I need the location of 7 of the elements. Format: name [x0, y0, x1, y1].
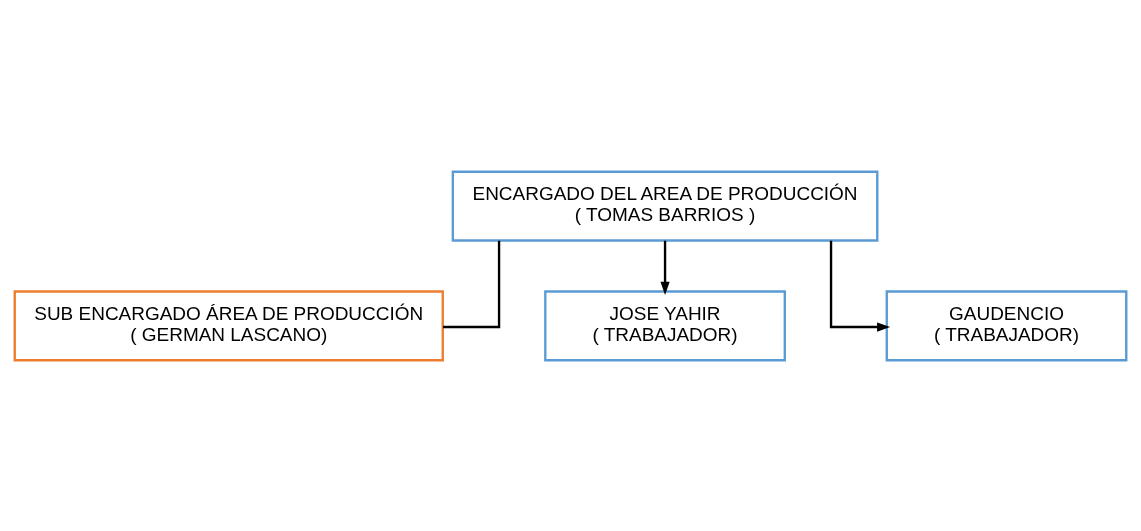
arrow [660, 240, 670, 295]
node-box: ENCARGADO DEL AREA DE PRODUCCIÓN ( TOMAS BARRIOS ) [451, 170, 879, 242]
arrow [829, 240, 891, 332]
node-box: GAUDENCIO ( TRABAJADOR) [885, 289, 1128, 361]
node-box: SUB ENCARGADO ÁREA DE PRODUCCIÓN ( GERMAN LASCANO) [13, 289, 444, 361]
node-box: JOSE YAHIR ( TRABAJADOR) [544, 289, 786, 361]
connector [443, 240, 501, 328]
